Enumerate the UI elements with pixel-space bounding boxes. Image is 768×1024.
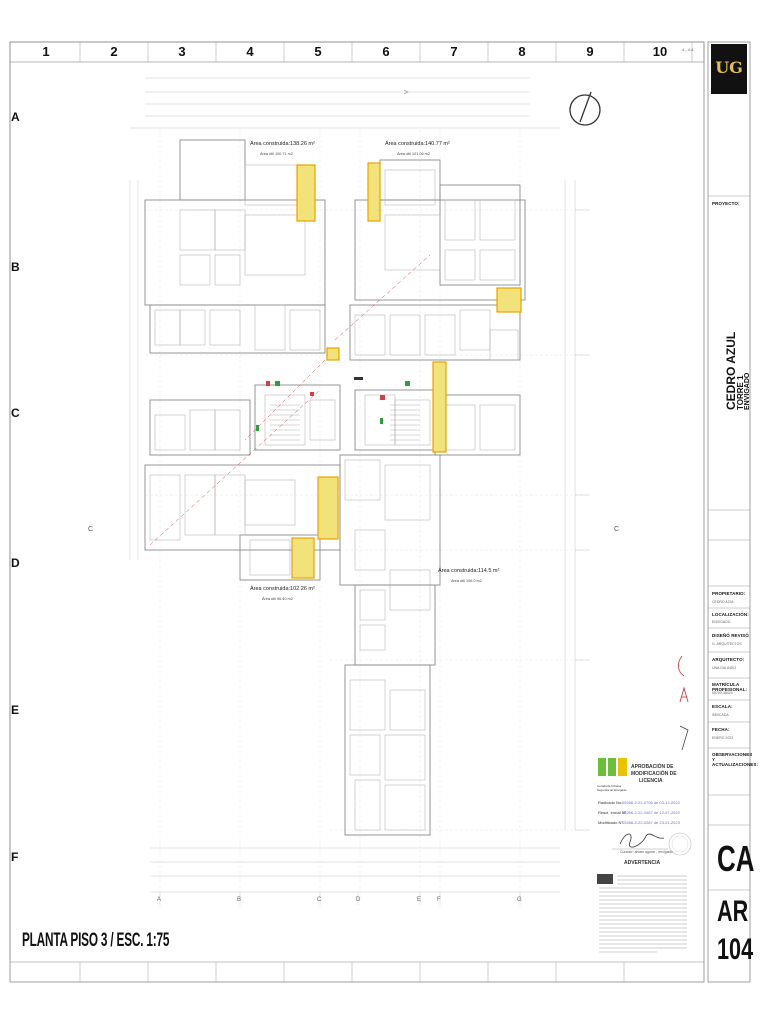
sheet-code-ca: CA <box>717 838 755 879</box>
field-value: INDICADA <box>712 713 729 717</box>
axis-letter: C <box>317 897 322 903</box>
grid-row-letter: F <box>11 850 19 864</box>
field-label: ESCALA: <box>712 704 733 709</box>
grid-column-number: 1 <box>42 44 50 59</box>
field-label: ARQUITECTO: <box>712 657 745 662</box>
section-c-label: C <box>614 526 620 533</box>
stamp-resol-label: Resol. Inicial N° <box>598 810 627 815</box>
stamp-radicado-value: 05266-2-22-0706 de 03-12-2022 <box>622 800 680 805</box>
grid-column-number: 6 <box>382 44 390 59</box>
field-label: DISEÑÓ REVISÓ <box>712 633 749 638</box>
sheet-code-number: 104 <box>717 933 754 966</box>
signature-icon <box>612 832 692 856</box>
area-label: Área construida:102.26 m² <box>250 586 315 592</box>
stamp-heading: LICENCIA <box>639 778 663 784</box>
firm-logo: UG <box>711 44 747 94</box>
advertencia-text-block <box>597 874 687 953</box>
field-value: ENERO 2023 <box>712 736 734 740</box>
area-sub-label: Área útil 100.71 m2 <box>260 152 293 156</box>
area-label: Área construida:114.5 m² <box>438 568 500 574</box>
field-value: 05700-38424 <box>712 691 733 695</box>
field-value: UNA GALINDO <box>712 666 736 670</box>
grid-column-number: 8 <box>518 44 526 59</box>
grid-row-letter: C <box>11 406 20 420</box>
grid-column-number: 3 <box>178 44 186 59</box>
plan-title: PLANTA PISO 3 / ESC. 1:75 <box>22 930 170 951</box>
field-label: LOCALIZACIÓN: <box>712 612 749 617</box>
grid-row-letter: E <box>11 703 20 717</box>
grid-row-letter: A <box>11 110 20 124</box>
area-sub-label: Área útil 101.06 m2 <box>397 152 430 156</box>
stamp-heading: APROBACIÓN DE <box>631 764 674 770</box>
area-label: Área construida:140.77 m² <box>385 141 450 147</box>
axis-letter: A <box>157 897 162 903</box>
field-value: G. ARQUITECTOS <box>712 642 742 646</box>
grid-column-number: 2 <box>110 44 118 59</box>
axis-letter: E <box>417 897 422 903</box>
grid-column-number: 7 <box>450 44 458 59</box>
axis-letter: D <box>356 897 361 903</box>
north-arrow <box>569 91 601 126</box>
logo-text: UG <box>715 58 743 77</box>
stamp-radicado-label: Radicado No: <box>598 800 623 805</box>
grid-column-number: 5 <box>314 44 322 59</box>
stamp-advertencia: ADVERTENCIA <box>624 860 661 866</box>
field-value: CEDRO AZUL <box>712 600 735 604</box>
stamp-org: Curaduría Urbana Segunda de Envigado <box>597 784 627 792</box>
project-location: ENVIGADO <box>744 372 751 410</box>
area-sub-label: Área útil 96.40 m2 <box>262 597 293 601</box>
handwritten-mark-icon <box>678 655 689 751</box>
stamp-modif-label: Modificado N° <box>598 820 623 825</box>
corner-mark: 4 - 4.4 <box>682 47 694 52</box>
stamp-resol-value: 05266-2-22-0487 de 12-07-2022 <box>622 810 680 815</box>
cne-logo-icon <box>598 758 627 776</box>
axis-letter: F <box>437 897 441 903</box>
stamp-signer: Curador: alvaro agurre - envigado <box>620 850 673 854</box>
stamp-modif-value: 05266-2-22-0287 de 23-01-2023 <box>622 820 680 825</box>
field-label: OBSERVACIONES Y ACTUALIZACIONES: <box>712 752 759 767</box>
section-c-label: C <box>88 526 94 533</box>
area-label: Área construida:138.26 m² <box>250 141 315 147</box>
sheet-code-ar: AR <box>717 895 749 928</box>
axis-letter: G <box>517 897 522 903</box>
field-label: FECHA: <box>712 727 730 732</box>
grid-row-letter: B <box>11 260 20 274</box>
axis-letter: B <box>237 897 242 903</box>
grid-column-number: 9 <box>586 44 594 59</box>
area-sub-label: Área útil 106.0 m2 <box>451 579 482 583</box>
proyecto-label: PROYECTO: <box>712 201 740 206</box>
field-label: MATRÍCULA PROFESIONAL: <box>712 682 748 692</box>
grid-column-number: 4 <box>246 44 254 59</box>
grid-column-number: 10 <box>652 44 668 59</box>
field-value: ENVIGADO <box>712 620 731 624</box>
grid-row-letter: D <box>11 556 20 570</box>
field-label: PROPIETARIO: <box>712 591 746 596</box>
stamp-heading: MODIFICACIÓN DE <box>631 771 677 777</box>
